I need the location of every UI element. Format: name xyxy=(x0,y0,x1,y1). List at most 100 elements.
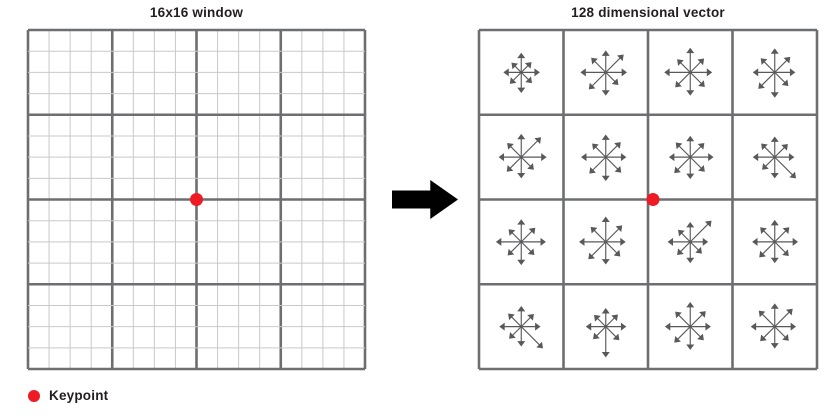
orientation-arrow-head xyxy=(762,163,769,170)
orientation-arrow-head xyxy=(601,259,610,265)
orientation-arrow-head xyxy=(702,237,709,246)
orientation-arrow-shaft xyxy=(774,156,796,179)
orientation-arrow-head xyxy=(686,344,695,350)
orientation-arrow-head xyxy=(511,62,519,70)
orientation-arrow-head xyxy=(698,80,705,87)
orientation-arrow-head xyxy=(752,153,759,162)
orientation-arrow-head xyxy=(517,341,526,347)
orientation-arrow-head xyxy=(697,58,705,66)
orientation-arrow-head xyxy=(601,175,610,182)
left-grid xyxy=(26,28,367,371)
orientation-arrow-head xyxy=(524,62,532,69)
orientation-arrow-head xyxy=(527,163,534,170)
orientation-arrow-head xyxy=(517,306,526,312)
orientation-arrow-shaft xyxy=(689,220,712,243)
orientation-arrow-head xyxy=(674,335,681,343)
orientation-arrow-head xyxy=(758,310,766,318)
orientation-arrow-head xyxy=(761,143,768,151)
orientation-histogram-cell xyxy=(752,48,796,98)
orientation-arrow-head xyxy=(534,137,542,144)
orientation-arrow-head xyxy=(697,333,704,341)
orientation-arrow-head xyxy=(782,249,789,256)
orientation-arrow-head xyxy=(540,237,546,246)
orientation-arrow-head xyxy=(704,220,712,228)
orientation-arrow-head xyxy=(612,333,620,341)
orientation-arrow-head xyxy=(601,90,610,96)
orientation-arrow-head xyxy=(664,68,670,77)
orientation-arrow-head xyxy=(782,334,789,341)
orientation-arrow-head xyxy=(509,332,516,339)
orientation-arrow-head xyxy=(507,143,514,150)
legend-label: Keypoint xyxy=(49,388,109,403)
orientation-arrow-head xyxy=(674,166,681,174)
orientation-arrow-head xyxy=(770,92,779,98)
orientation-arrow-head xyxy=(498,153,505,162)
orientation-arrow-head xyxy=(705,322,711,331)
right-panel-title: 128 dimensional vector xyxy=(571,5,725,20)
left-keypoint-marker xyxy=(190,193,203,206)
orientation-arrow-head xyxy=(621,68,628,77)
orientation-histogram-cell xyxy=(580,50,628,96)
orientation-arrow-head xyxy=(698,165,705,172)
orientation-arrow-head xyxy=(589,166,596,174)
orientation-histogram-cell xyxy=(581,134,627,182)
orientation-arrow-head xyxy=(534,68,540,77)
orientation-histogram-cell xyxy=(579,216,626,265)
orientation-arrow-head xyxy=(752,68,759,77)
orientation-arrow-head xyxy=(601,308,610,314)
orientation-arrow-head xyxy=(686,257,695,264)
orientation-arrow-head xyxy=(675,142,683,150)
orientation-histogram-cell xyxy=(667,220,712,264)
orientation-arrow-head xyxy=(792,237,799,246)
orientation-histogram-cell xyxy=(495,219,546,266)
orientation-arrow-head xyxy=(601,50,610,56)
orientation-arrow-head xyxy=(675,80,682,88)
orientation-arrow-head xyxy=(525,76,532,84)
orientation-arrow-head xyxy=(517,87,526,93)
orientation-arrow-head xyxy=(601,351,610,358)
orientation-arrow-head xyxy=(590,226,598,234)
orientation-arrow-head xyxy=(527,248,535,256)
orientation-arrow-head xyxy=(770,48,779,54)
orientation-arrow-shaft xyxy=(520,326,543,349)
orientation-histogram-cell xyxy=(498,133,547,179)
orientation-arrow-head xyxy=(620,153,627,162)
orientation-arrow-head xyxy=(758,82,765,89)
orientation-arrow-head xyxy=(506,165,514,172)
orientation-arrow-head xyxy=(786,308,793,316)
orientation-arrow-head xyxy=(517,259,526,266)
orientation-histogram-cell xyxy=(664,301,711,350)
orientation-arrow-head xyxy=(760,334,767,342)
orientation-arrow-head xyxy=(580,68,586,77)
orientation-arrow-head xyxy=(591,57,598,65)
transform-arrow-icon xyxy=(392,180,458,219)
orientation-histogram-cell xyxy=(752,219,799,264)
orientation-histogram-cell xyxy=(750,303,797,349)
orientation-arrow-head xyxy=(601,216,610,222)
orientation-arrow-head xyxy=(752,237,758,246)
orientation-arrow-head xyxy=(620,322,627,331)
orientation-arrow-head xyxy=(788,153,795,162)
orientation-arrow-head xyxy=(611,314,618,322)
orientation-arrow-head xyxy=(770,173,779,179)
right-keypoint-marker xyxy=(646,193,660,206)
right-grid xyxy=(477,28,819,371)
orientation-arrow-head xyxy=(789,171,797,179)
orientation-arrow-head xyxy=(789,68,796,77)
orientation-arrow-head xyxy=(697,143,705,150)
orientation-arrow-head xyxy=(528,227,536,235)
orientation-arrow-head xyxy=(509,77,517,84)
orientation-arrow-head xyxy=(686,90,695,96)
orientation-arrow-head xyxy=(781,143,788,151)
orientation-histogram-cell xyxy=(499,306,543,349)
orientation-arrow-head xyxy=(770,303,779,309)
orientation-arrow-head xyxy=(536,341,543,349)
orientation-arrow-head xyxy=(617,54,624,62)
orientation-arrow-head xyxy=(517,219,526,225)
orientation-arrow-head xyxy=(527,313,534,321)
orientation-arrow-head xyxy=(760,58,768,65)
orientation-arrow-head xyxy=(585,322,592,331)
orientation-arrow-head xyxy=(503,68,509,77)
orientation-arrow-head xyxy=(517,173,526,179)
transform-arrow-shape xyxy=(392,180,458,219)
